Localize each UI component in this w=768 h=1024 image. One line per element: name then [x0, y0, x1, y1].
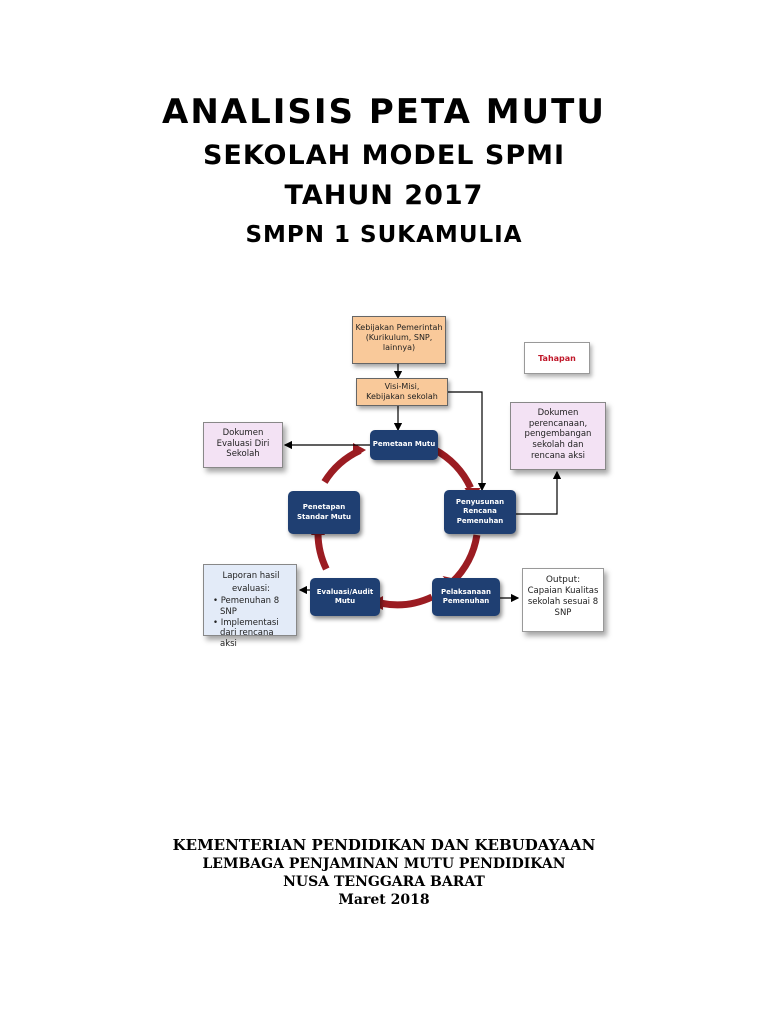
evaluation-report-box: Laporan hasil evaluasi: • Pemenuhan 8 SN… [203, 564, 297, 649]
year-heading: TAHUN 2017 [284, 180, 484, 211]
institution-name: LEMBAGA PENJAMINAN MUTU PENDIDIKAN [202, 856, 566, 872]
region-name: NUSA TENGGARA BARAT [283, 874, 485, 890]
planning-document-box: Dokumen perencanaan, pengembangan sekola… [510, 402, 606, 470]
stage-evaluasi-audit-mutu: Evaluasi/Audit Mutu [310, 578, 380, 616]
publication-date: Maret 2018 [338, 892, 430, 908]
page-subtitle: SEKOLAH MODEL SPMI [202, 140, 566, 171]
stage-pemetaan-mutu: Pemetaan Mutu [370, 430, 438, 460]
government-policy-box: Kebijakan Pemerintah (Kurikulum, SNP, la… [352, 316, 446, 364]
output-box: Output: Capaian Kualitas sekolah sesuai … [522, 568, 604, 632]
school-name: SMPN 1 SUKAMULIA [245, 222, 523, 248]
vision-mission-box: Visi-Misi, Kebijakan sekolah [356, 378, 448, 406]
report-item-1: • Pemenuhan 8 SNP [213, 596, 280, 617]
stage-pelaksanaan-pemenuhan: Pelaksanaan Pemenuhan [432, 578, 500, 616]
quality-cycle-diagram: Kebijakan Pemerintah (Kurikulum, SNP, la… [190, 302, 630, 662]
ministry-name: KEMENTERIAN PENDIDIKAN DAN KEBUDAYAAN [172, 836, 596, 854]
stage-penetapan-standar-mutu: Penetapan Standar Mutu [288, 491, 360, 534]
self-evaluation-document-box: Dokumen Evaluasi Diri Sekolah [203, 422, 283, 468]
page-title: ANALISIS PETA MUTU [162, 92, 606, 132]
tahapan-label: Tahapan [524, 342, 590, 374]
report-item-2: • Implementasi dari rencana aksi [213, 617, 279, 649]
stage-penyusunan-rencana: Penyusunan Rencana Pemenuhan [444, 490, 516, 534]
